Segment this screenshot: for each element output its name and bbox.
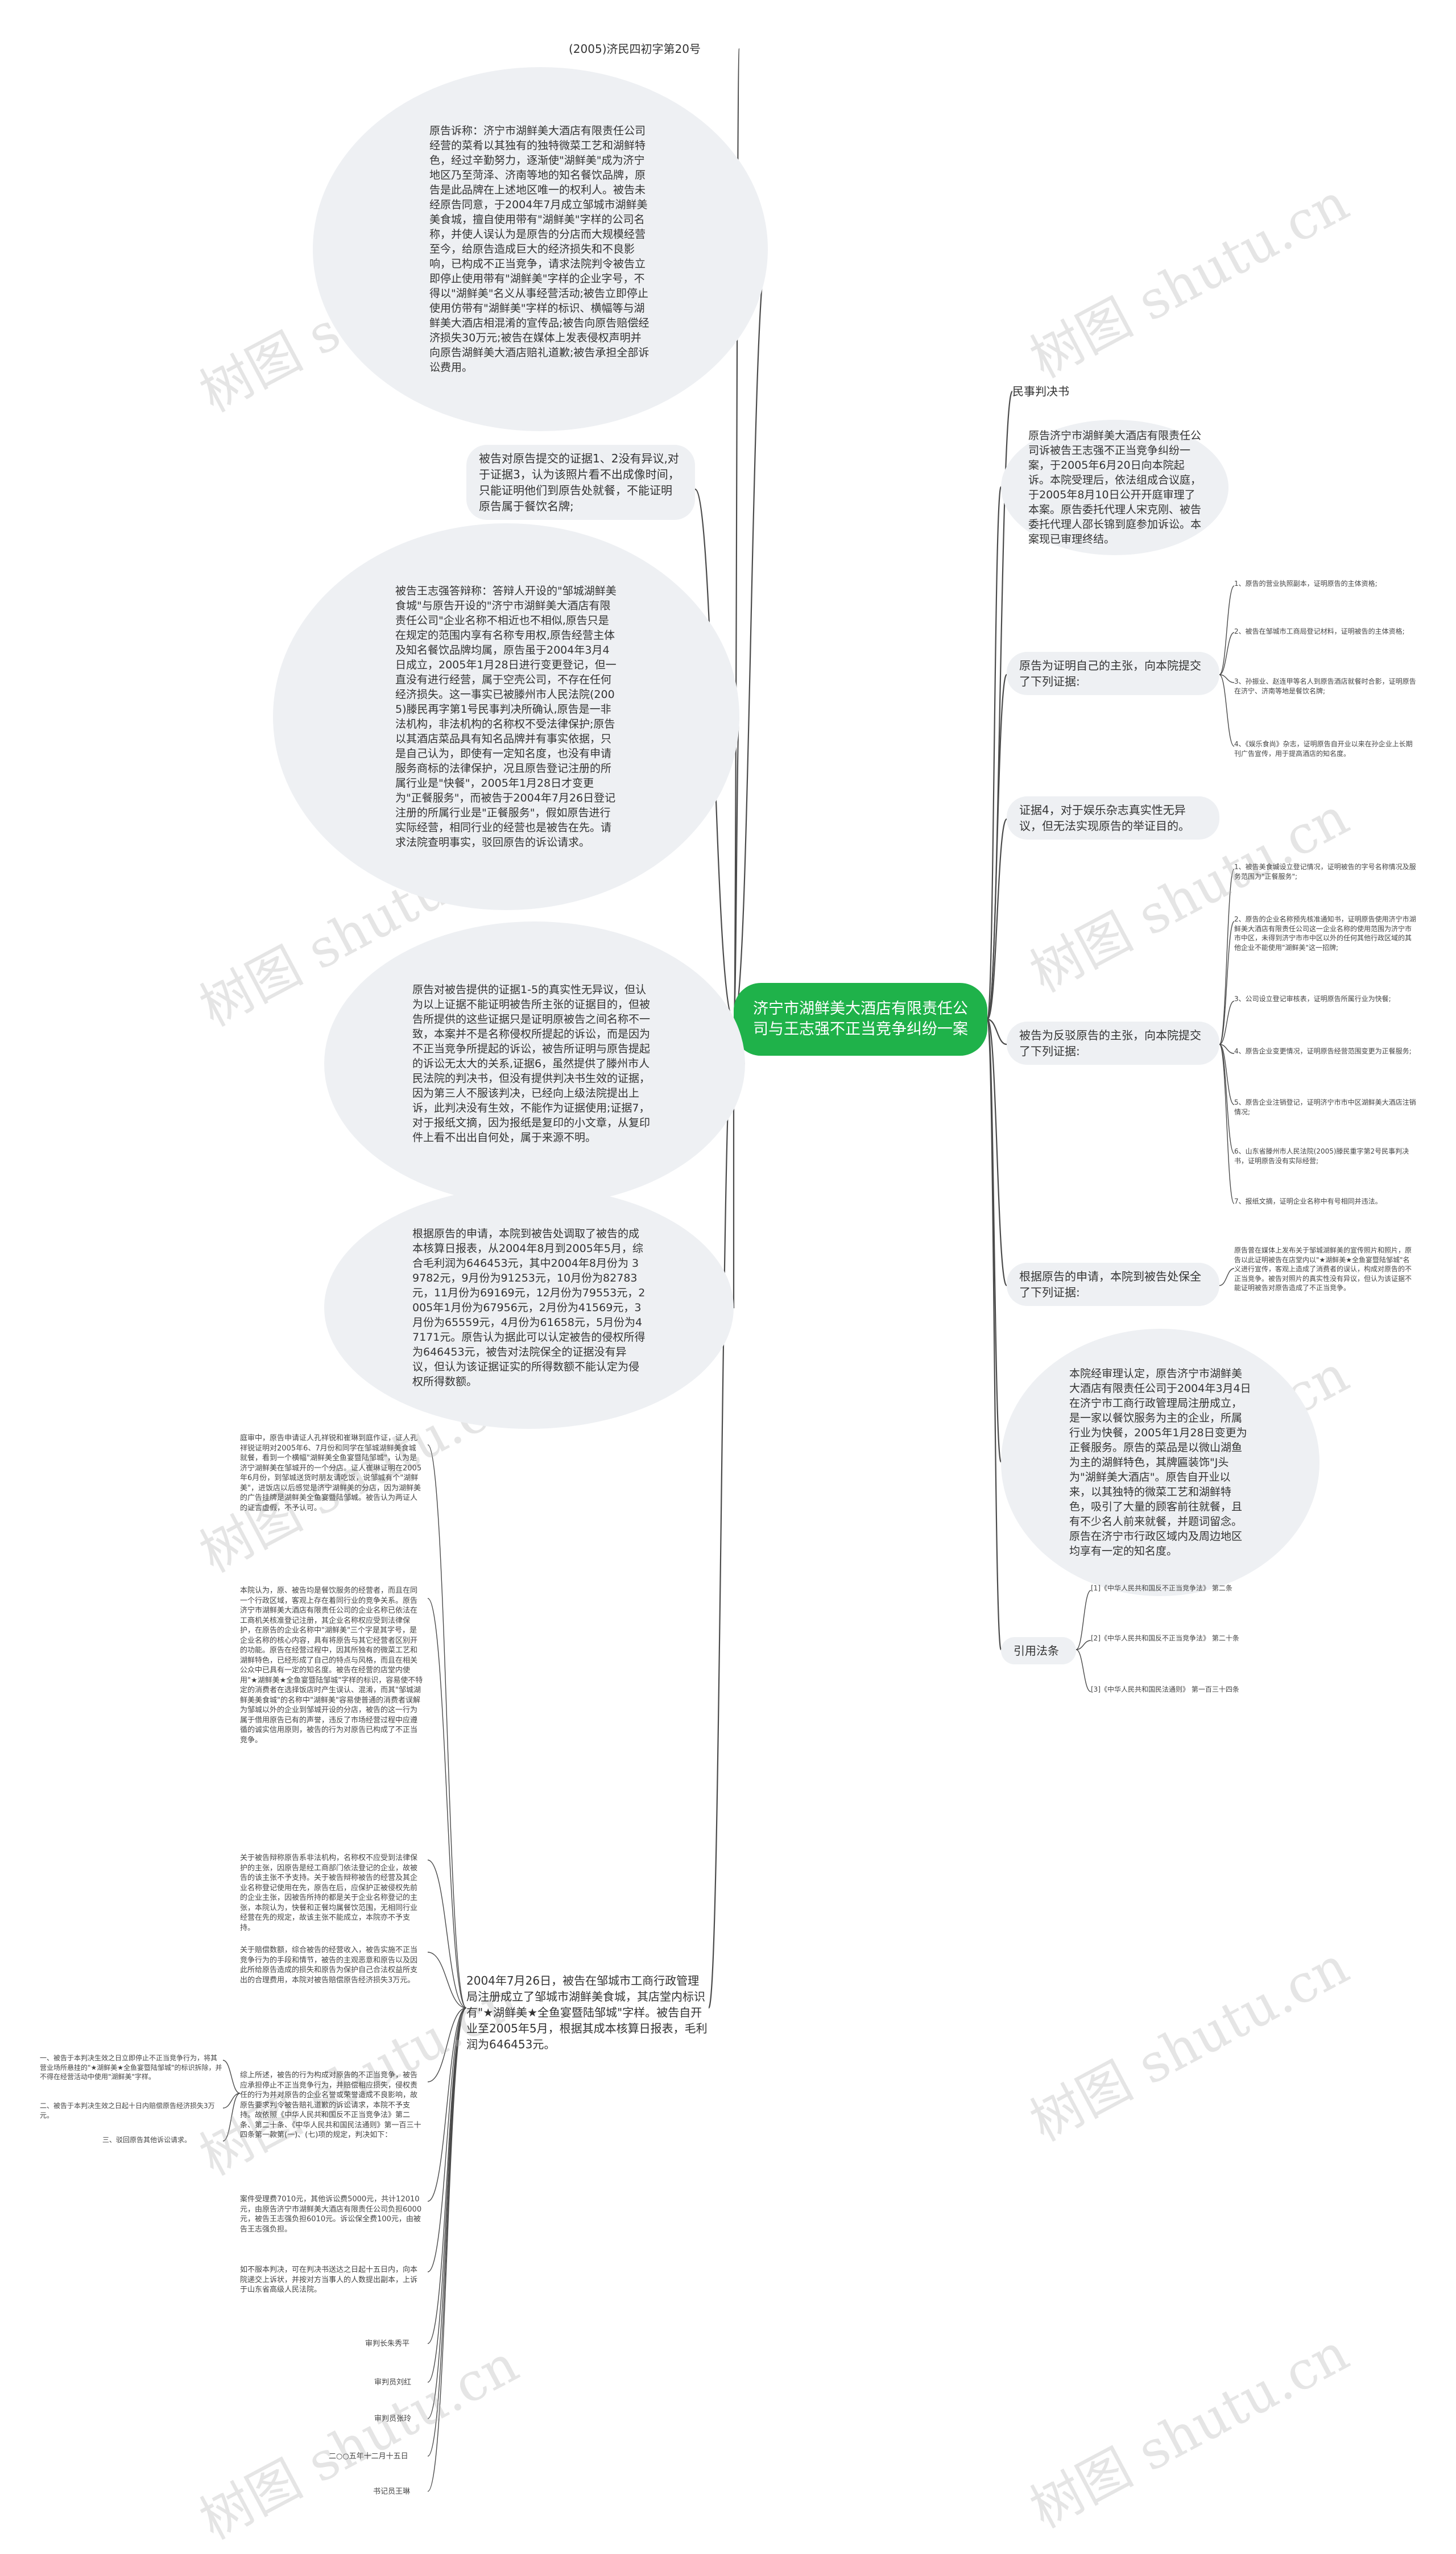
plaintiff-evidence-link-0 bbox=[1219, 585, 1235, 675]
ruling-1[interactable]: 一、被告于本判决生效之日立即停止不正当竞争行为，将其营业场所悬挂的"★湖鲜美★全… bbox=[40, 2054, 222, 2081]
judge-1[interactable]: 审判员刘红 bbox=[374, 2378, 412, 2387]
court-evidence-branch[interactable]: 根据原告的申请，本院到被告处保全了下列证据: bbox=[1007, 1263, 1219, 1306]
right-branch-line-1 bbox=[986, 486, 1002, 1020]
evidence-4-note[interactable]: 证据4，对于娱乐杂志真实性无异议，但无法实现原告的举证目的。 bbox=[1007, 796, 1219, 840]
compensation-opinion[interactable]: 关于赔偿数额，综合被告的经营收入，被告实施不正当竞争行为的手段和情节，被告的主观… bbox=[240, 1946, 418, 1985]
defendant-evidence-link-2 bbox=[1219, 1001, 1235, 1045]
defendant-evidence-link-0 bbox=[1219, 869, 1235, 1045]
witness-testimony[interactable]: 庭审中，原告申请证人孔祥锐和崔琳到庭作证，证人孔祥锐证明对2005年6、7月份和… bbox=[240, 1434, 422, 1512]
court-findings-text: 本院经审理认定，原告济宁市湖鲜美大酒店有限责任公司于2004年3月4日在济宁市工… bbox=[1069, 1367, 1251, 1557]
defendant-evidence-item[interactable]: 5、原告企业注销登记，证明济宁市市中区湖鲜美大酒店注销情况; bbox=[1234, 1098, 1416, 1116]
litigation-fees[interactable]: 案件受理费7010元，其他诉讼费5000元，共计12010元，由原告济宁市湖鲜美… bbox=[240, 2195, 422, 2234]
cited-law-branch[interactable]: 引用法条 bbox=[1001, 1637, 1076, 1664]
plaintiff-evidence-item[interactable]: 1、原告的营业执照副本，证明原告的主体资格; bbox=[1234, 580, 1378, 588]
cost-report[interactable]: 根据原告的申请，本院到被告处调取了被告的成本核算日报表，从2004年8月到200… bbox=[324, 1187, 734, 1429]
cost-report-text: 根据原告的申请，本院到被告处调取了被告的成本核算日报表，从2004年8月到200… bbox=[412, 1228, 646, 1388]
right-branch-line-7 bbox=[986, 1018, 1002, 1651]
law-link-1 bbox=[1076, 1640, 1091, 1650]
defendant-evidence-link-1 bbox=[1219, 921, 1235, 1045]
defendant-evidence-item[interactable]: 6、山东省滕州市人民法院(2005)滕民重字第2号民事判决书，证明原告没有实际经… bbox=[1234, 1147, 1409, 1165]
profit-note-link-1 bbox=[427, 1598, 467, 2009]
left-branch-line-6 bbox=[708, 1018, 735, 2009]
profit-finding[interactable]: 2004年7月26日，被告在邹城市工商行政管理局注册成立了邹城市湖鲜美食城，其店… bbox=[466, 1974, 708, 2051]
defendant-defense-text: 被告王志强答辩称：答辩人开设的"邹城湖鲜美食城"与原告开设的"济宁市湖鲜美大酒店… bbox=[395, 585, 617, 849]
cited-law-item[interactable]: [1]《中华人民共和国反不正当竞争法》 第二条 bbox=[1091, 1584, 1232, 1592]
defendant-evidence-item[interactable]: 7、报纸文摘，证明企业名称中有号相同并违法。 bbox=[1234, 1197, 1382, 1205]
right-branch-line-2 bbox=[986, 673, 1008, 1020]
document-type[interactable]: 民事判决书 bbox=[1012, 385, 1069, 398]
right-branch-line-5 bbox=[986, 1018, 1008, 1287]
defendant-evidence-link-6 bbox=[1219, 1044, 1235, 1204]
left-branch-line-1 bbox=[733, 248, 769, 1020]
cited-law-item[interactable]: [2]《中华人民共和国反不正当竞争法》 第二十条 bbox=[1091, 1634, 1239, 1642]
court-findings[interactable]: 本院经审理认定，原告济宁市湖鲜美大酒店有限责任公司于2004年3月4日在济宁市工… bbox=[1001, 1329, 1320, 1596]
left-branch-line-0 bbox=[733, 48, 741, 1020]
judgment-date[interactable]: 二○○五年十二月十五日 bbox=[329, 2452, 408, 2461]
profit-note-link-7 bbox=[427, 2007, 467, 2344]
appeal-notice[interactable]: 如不服本判决，可在判决书送达之日起十五日内，向本院递交上诉状，并按对方当事人的人… bbox=[240, 2266, 418, 2294]
plaintiff-claim[interactable]: 原告诉称：济宁市湖鲜美大酒店有限责任公司经营的菜肴以其独有的独特微菜工艺和湖鲜特… bbox=[313, 67, 768, 431]
plaintiff-evidence-item[interactable]: 3、孙振业、赵连甲等名人到原告酒店就餐时合影，证明原告在济宁、济南等地是餐饮名牌… bbox=[1234, 677, 1416, 695]
plaintiff-evidence-item[interactable]: 2、被告在邹城市工商局登记材料，证明被告的主体资格; bbox=[1234, 627, 1405, 635]
profit-note-link-6 bbox=[427, 2007, 467, 2272]
profit-note-link-11 bbox=[427, 2007, 467, 2492]
plaintiff-evidence-review[interactable]: 原告对被告提供的证据1-5的真实性无异议，但认为以上证据不能证明被告所主张的证据… bbox=[324, 921, 745, 1206]
name-rights-opinion[interactable]: 关于被告辩称原告系非法机构，名称权不应受到法律保护的主张，因原告是经工商部门依法… bbox=[240, 1854, 418, 1932]
profit-note-link-5 bbox=[427, 2007, 467, 2202]
profit-note-link-0 bbox=[427, 1444, 467, 2009]
ruling-link-2 bbox=[222, 2093, 241, 2142]
court-evidence-detail[interactable]: 原告曾在媒体上发布关于邹城湖鲜美的宣传照片和照片，原告以此证明被告在店堂内以"★… bbox=[1234, 1246, 1412, 1292]
defendant-evidence-branch[interactable]: 被告为反驳原告的主张，向本院提交了下列证据: bbox=[1007, 1022, 1219, 1065]
defendant-cross-exam[interactable]: 被告对原告提交的证据1、2没有异议,对于证据3，认为该照片看不出成像时间，只能证… bbox=[466, 445, 695, 520]
plaintiff-evidence-link-3 bbox=[1219, 674, 1235, 747]
law-link-0 bbox=[1076, 1590, 1091, 1650]
right-branch-line-4 bbox=[987, 1018, 1007, 1045]
plaintiff-evidence-item[interactable]: 4、《娱乐食尚》杂志，证明原告自开业以来在孙企业上长期刊广告宣传，用于提高酒店的… bbox=[1234, 740, 1413, 758]
ruling-link-0 bbox=[222, 2060, 241, 2094]
defendant-evidence-link-5 bbox=[1219, 1044, 1235, 1154]
case-intro[interactable]: 原告济宁市湖鲜美大酒店有限责任公司诉被告王志强不正当竞争纠纷一案，于2005年6… bbox=[1001, 420, 1228, 555]
judge-2[interactable]: 审判员张玲 bbox=[374, 2415, 412, 2423]
defendant-evidence-item[interactable]: 3、公司设立登记审核表，证明原告所属行业为快餐; bbox=[1234, 995, 1391, 1003]
plaintiff-evidence-review-text: 原告对被告提供的证据1-5的真实性无异议，但认为以上证据不能证明被告所主张的证据… bbox=[412, 983, 651, 1144]
plaintiff-evidence-link-2 bbox=[1219, 674, 1235, 683]
profit-note-link-3 bbox=[427, 1952, 467, 2009]
presiding-judge[interactable]: 审判长朱秀平 bbox=[365, 2340, 410, 2348]
ruling-3[interactable]: 三、驳回原告其他诉讼请求。 bbox=[102, 2136, 192, 2144]
profit-note-link-2 bbox=[427, 1859, 467, 2009]
case-number[interactable]: (2005)济民四初字第20号 bbox=[569, 42, 701, 56]
defendant-defense[interactable]: 被告王志强答辩称：答辩人开设的"邹城湖鲜美食城"与原告开设的"济宁市湖鲜美大酒店… bbox=[273, 523, 739, 910]
profit-note-link-10 bbox=[427, 2007, 467, 2457]
defendant-evidence-item[interactable]: 2、原告的企业名称预先核准通知书，证明原告使用济宁市湖鲜美大酒店有限责任公司这一… bbox=[1234, 915, 1416, 952]
defendant-evidence-link-3 bbox=[1219, 1044, 1235, 1054]
law-link-2 bbox=[1076, 1649, 1091, 1692]
defendant-evidence-item[interactable]: 4、原告企业变更情况，证明原告经营范围变更为正餐服务; bbox=[1234, 1047, 1412, 1055]
court-evidence-link bbox=[1219, 1268, 1235, 1286]
right-branch-line-3 bbox=[986, 818, 1008, 1020]
profit-note-link-4 bbox=[427, 2007, 467, 2082]
defendant-evidence-link-4 bbox=[1219, 1044, 1235, 1105]
defendant-evidence-item[interactable]: 1、被告美食城设立登记情况，证明被告的字号名称情况及服务范围为"正餐服务"; bbox=[1234, 863, 1416, 881]
cited-law-item[interactable]: [3]《中华人民共和国民法通则》 第一百三十四条 bbox=[1091, 1685, 1239, 1693]
profit-note-link-9 bbox=[427, 2007, 467, 2419]
judgment-basis[interactable]: 综上所述，被告的行为构成对原告的不正当竞争，被告应承担停止不正当竞争行为，并赔偿… bbox=[240, 2071, 421, 2139]
court-opinion[interactable]: 本院认为，原、被告均是餐饮服务的经营者，而且在同一个行政区域，客观上存在着同行业… bbox=[240, 1586, 423, 1745]
root-topic[interactable]: 济宁市湖鲜美大酒店有限责任公司与王志强不正当竞争纠纷一案 bbox=[734, 983, 987, 1056]
plaintiff-evidence-branch[interactable]: 原告为证明自己的主张，向本院提交了下列证据: bbox=[1007, 652, 1219, 695]
plaintiff-claim-text: 原告诉称：济宁市湖鲜美大酒店有限责任公司经营的菜肴以其独有的独特微菜工艺和湖鲜特… bbox=[429, 125, 650, 374]
ruling-2[interactable]: 二、被告于本判决生效之日起十日内赔偿原告经济损失3万元。 bbox=[40, 2102, 215, 2119]
case-intro-text: 原告济宁市湖鲜美大酒店有限责任公司诉被告王志强不正当竞争纠纷一案，于2005年6… bbox=[1028, 429, 1202, 545]
plaintiff-evidence-link-1 bbox=[1219, 632, 1235, 675]
clerk[interactable]: 书记员王琳 bbox=[373, 2487, 411, 2496]
